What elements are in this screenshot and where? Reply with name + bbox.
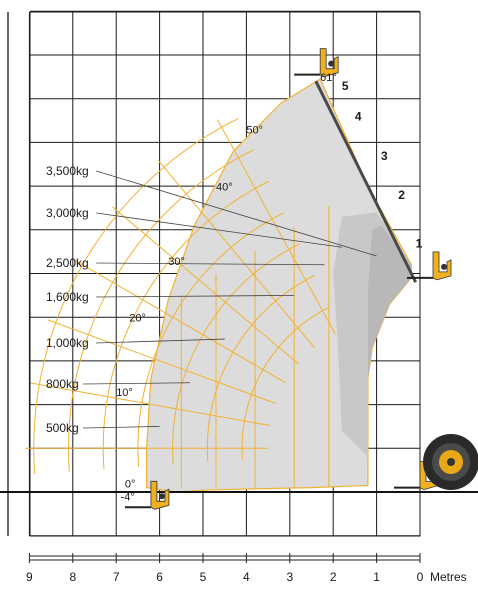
angle-spoke xyxy=(112,206,299,365)
angle-label-4: 20° xyxy=(129,313,146,325)
x-tick-label: 6 xyxy=(156,570,163,584)
angle-label-6: 0° xyxy=(125,479,136,491)
load-leader-0 xyxy=(96,170,377,257)
x-tick-label: 2 xyxy=(330,570,337,584)
x-axis: Metres 9 8 7 6 5 4 3 2 1 0 xyxy=(26,553,467,584)
x-tick-label: 9 xyxy=(26,570,33,584)
load-label-0: 3,500kg xyxy=(46,164,89,178)
forks-max-height xyxy=(294,48,339,78)
fork-detail xyxy=(158,493,165,500)
load-envelope xyxy=(145,78,412,493)
load-leader-2 xyxy=(96,262,325,266)
angle-spoke xyxy=(47,319,277,404)
load-label-3: 1,600kg xyxy=(46,290,89,304)
angle-label-5: 10° xyxy=(116,387,133,399)
fork-detail xyxy=(441,263,448,270)
load-labels: 3,500kg 3,000kg 2,500kg 1,600kg 1,000kg 800kg… xyxy=(46,164,377,435)
extension-label-2: 3 xyxy=(381,149,388,163)
forks-retracted xyxy=(407,251,452,281)
x-tick-label: 1 xyxy=(373,570,380,584)
extension-label-3: 4 xyxy=(355,110,362,124)
x-unit-label: Metres xyxy=(430,570,467,584)
tyre-axle xyxy=(447,458,455,466)
x-tick-label: 0 xyxy=(417,570,424,584)
envelope-zone-max xyxy=(367,225,412,379)
tyre-icon xyxy=(423,434,478,490)
extension-label-0: 1 xyxy=(416,236,423,250)
angle-label-2: 40° xyxy=(216,181,233,193)
load-label-1: 3,000kg xyxy=(46,206,89,220)
forks-max-reach xyxy=(124,480,170,510)
fork-detail xyxy=(328,60,335,67)
extension-label-1: 2 xyxy=(398,188,405,202)
x-tick-label: 3 xyxy=(286,570,293,584)
load-label-4: 1,000kg xyxy=(46,336,89,350)
radius-arcs xyxy=(25,117,336,488)
x-tick-label: 5 xyxy=(200,570,207,584)
extension-label-4: 5 xyxy=(342,79,349,93)
load-leader-4 xyxy=(96,338,225,344)
extension-labels: 1 2 3 4 5 xyxy=(342,79,423,250)
load-leader-1 xyxy=(96,212,342,248)
angle-label-3: 30° xyxy=(168,256,185,268)
plot-frame xyxy=(29,11,421,537)
boom-line xyxy=(314,80,418,283)
x-tick-label: 8 xyxy=(69,570,76,584)
load-label-2: 2,500kg xyxy=(46,256,89,270)
machine-icons xyxy=(124,48,478,510)
load-leader-5 xyxy=(82,382,190,385)
angle-spoke xyxy=(158,160,315,349)
x-tick-label: 7 xyxy=(113,570,120,584)
angle-label-7: -4° xyxy=(121,492,135,504)
angle-labels: 61° 50° 40° 30° 20° 10° 0°-4° xyxy=(116,72,337,504)
load-leader-6 xyxy=(82,426,160,429)
angle-label-0: 61° xyxy=(320,72,337,84)
load-leader-3 xyxy=(96,294,295,298)
x-tick-label: 4 xyxy=(243,570,250,584)
angle-spoke xyxy=(216,119,336,334)
angle-label-1: 50° xyxy=(246,125,263,137)
angle-spoke xyxy=(30,382,271,427)
boom-extension-line xyxy=(314,80,418,283)
load-label-6: 500kg xyxy=(46,421,79,435)
angle-spoke xyxy=(74,259,286,384)
load-label-5: 800kg xyxy=(46,377,79,391)
